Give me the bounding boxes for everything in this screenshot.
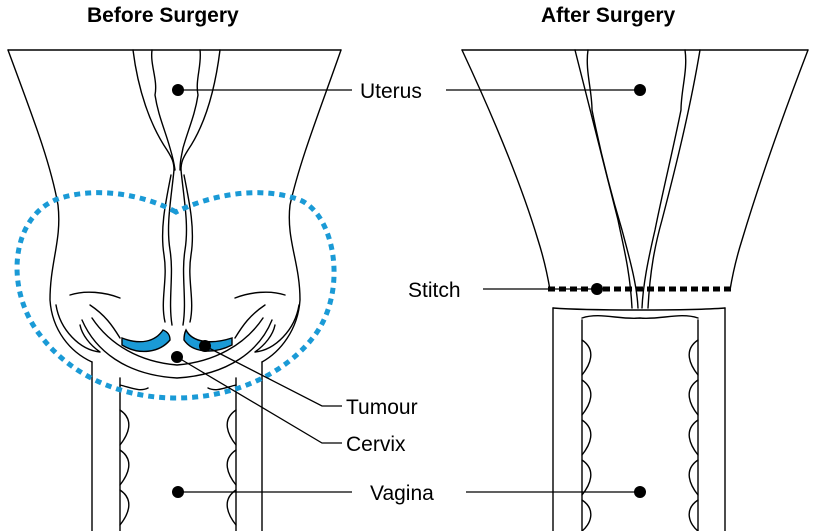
tumour-leader: [205, 346, 342, 406]
stitch-label: Stitch: [408, 279, 461, 302]
vagina-marker-before: [172, 486, 184, 498]
stitch-marker: [591, 283, 603, 295]
uterus-marker-before: [172, 84, 184, 96]
after-uterus-outline: [462, 50, 808, 290]
tumour-label: Tumour: [346, 396, 418, 419]
removal-boundary: [17, 193, 334, 398]
tumour-marker: [199, 340, 211, 352]
tumour-shape: [122, 330, 232, 351]
before-cervical-canal: [163, 170, 193, 325]
cervix-marker: [171, 351, 183, 363]
cervix-label: Cervix: [346, 433, 406, 456]
before-uterine-cavity: [133, 50, 220, 170]
uterus-marker-after: [634, 84, 646, 96]
uterus-label: Uterus: [360, 80, 422, 103]
vagina-label: Vagina: [370, 482, 434, 505]
vagina-marker-after: [634, 486, 646, 498]
cervix-leader: [177, 357, 342, 443]
